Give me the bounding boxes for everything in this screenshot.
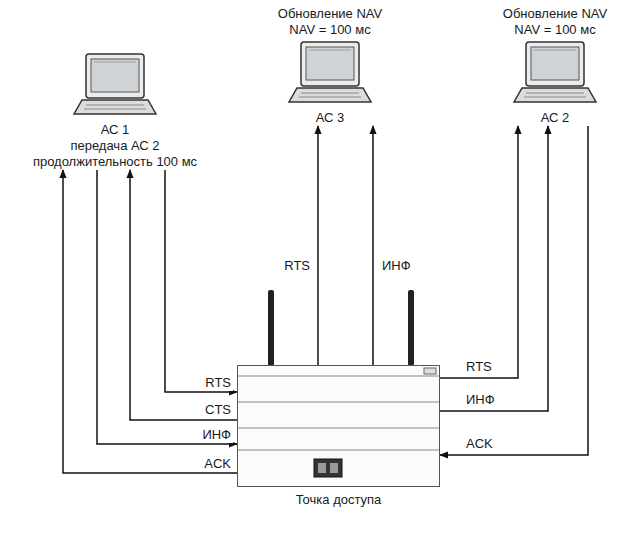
laptop [512, 40, 598, 106]
signal-label: RTS [203, 375, 233, 391]
laptop-icon [287, 40, 373, 106]
device-label: Точка доступа [218, 492, 459, 508]
signal-arrow [440, 126, 518, 378]
station-label: продолжительность 100 мс [33, 154, 197, 170]
signal-label: RTS [464, 359, 494, 375]
antenna [268, 290, 274, 366]
signal-label: CTS [203, 402, 233, 418]
station-label: Обновление NAV [503, 6, 607, 22]
station-label: АС 1 [101, 122, 130, 138]
signal-label: ИНФ [380, 258, 413, 274]
station-label: АС 3 [316, 110, 345, 126]
laptop-icon [512, 40, 598, 106]
signal-arrow [440, 126, 548, 411]
station-label: передача АС 2 [70, 138, 159, 154]
access-point: Точка доступа [237, 365, 440, 487]
signal-label: ACK [464, 436, 495, 452]
antenna [408, 290, 414, 366]
station-label: NAV = 100 мс [289, 22, 370, 38]
laptop-icon [72, 52, 158, 118]
signal-arrow [440, 126, 588, 455]
station: АС 1передача АС 2продолжительность 100 м… [33, 50, 197, 170]
signal-label: ACK [202, 456, 233, 472]
station-label: NAV = 100 мс [514, 22, 595, 38]
signal-label: ИНФ [200, 427, 233, 443]
station: Обновление NAVNAV = 100 мс АС 3 [278, 6, 382, 126]
station-label: Обновление NAV [278, 6, 382, 22]
signal-arrow [97, 170, 237, 444]
station-label: АС 2 [541, 110, 570, 126]
signal-arrow [63, 170, 237, 473]
signal-arrow [372, 126, 374, 365]
station: Обновление NAVNAV = 100 мс АС 2 [503, 6, 607, 126]
access-point-body [238, 366, 439, 486]
laptop [72, 52, 158, 118]
signal-label: RTS [282, 258, 312, 274]
laptop [287, 40, 373, 106]
signal-arrow [317, 126, 319, 365]
signal-arrow [130, 170, 237, 420]
signal-arrow [165, 170, 237, 392]
signal-label: ИНФ [464, 392, 497, 408]
